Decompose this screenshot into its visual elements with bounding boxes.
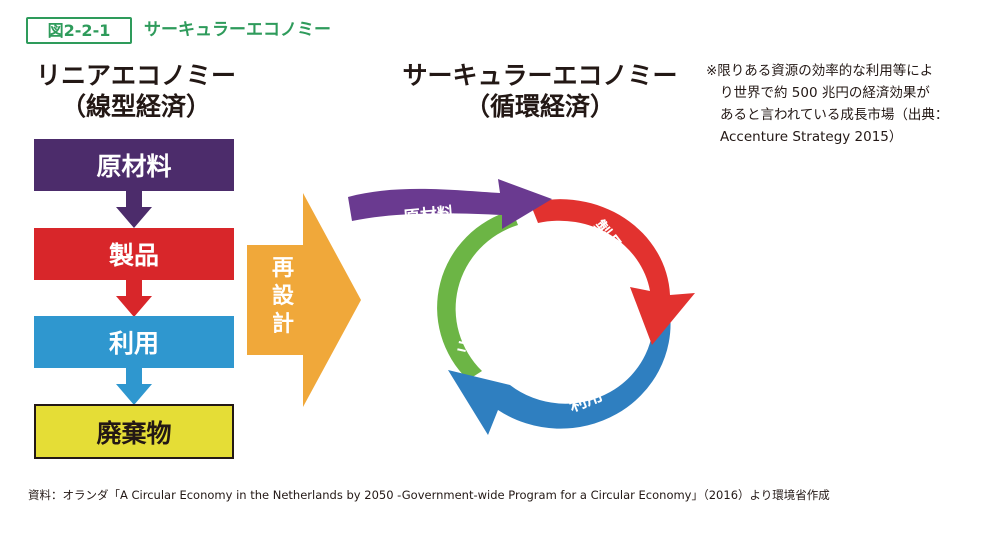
circular-cycle-diagram bbox=[348, 179, 695, 435]
circular-heading-line2: （循環経済） bbox=[464, 92, 615, 121]
linear-step-waste: 廃棄物 bbox=[34, 404, 234, 459]
redesign-char: 再 bbox=[271, 256, 294, 281]
linear-step-product: 製品 bbox=[34, 228, 234, 280]
source-citation: 資料：オランダ「A Circular Economy in the Nether… bbox=[28, 488, 830, 502]
note-line: Accenture Strategy 2015） bbox=[720, 129, 903, 145]
linear-heading-line2: （線型経済） bbox=[60, 92, 211, 121]
note-line: ※限りある資源の効率的な利用等によ bbox=[706, 63, 934, 79]
figure-number: 図2-2-1 bbox=[26, 17, 132, 44]
redesign-char: 計 bbox=[271, 312, 294, 337]
note-line: り世界で約 500 兆円の経済効果が bbox=[720, 85, 930, 101]
circular-heading: サーキュラーエコノミー （循環経済） bbox=[398, 60, 682, 122]
linear-heading: リニアエコノミー （線型経済） bbox=[26, 60, 246, 122]
note-line: あると言われている成長市場（出典： bbox=[720, 107, 949, 123]
down-arrow-icon bbox=[116, 368, 152, 405]
recycle-arc bbox=[437, 210, 518, 380]
circular-heading-line1: サーキュラーエコノミー bbox=[402, 61, 678, 90]
cycle-label-raw-material: 原材料 bbox=[402, 203, 455, 229]
linear-step-raw-material: 原材料 bbox=[34, 139, 234, 191]
product-arc bbox=[530, 199, 695, 345]
redesign-label: 再 設 計 bbox=[262, 255, 304, 339]
footnote-note: ※限りある資源の効率的な利用等によ り世界で約 500 兆円の経済効果が あると… bbox=[706, 60, 974, 148]
linear-heading-line1: リニアエコノミー bbox=[35, 61, 236, 90]
use-arc bbox=[448, 305, 671, 435]
figure-title: サーキュラーエコノミー bbox=[144, 20, 331, 40]
linear-step-use: 利用 bbox=[34, 316, 234, 368]
down-arrow-icon bbox=[116, 191, 152, 228]
redesign-arrow-icon bbox=[247, 193, 361, 407]
down-arrow-icon bbox=[116, 280, 152, 317]
raw-material-arrow bbox=[348, 179, 552, 229]
redesign-char: 設 bbox=[271, 284, 294, 309]
